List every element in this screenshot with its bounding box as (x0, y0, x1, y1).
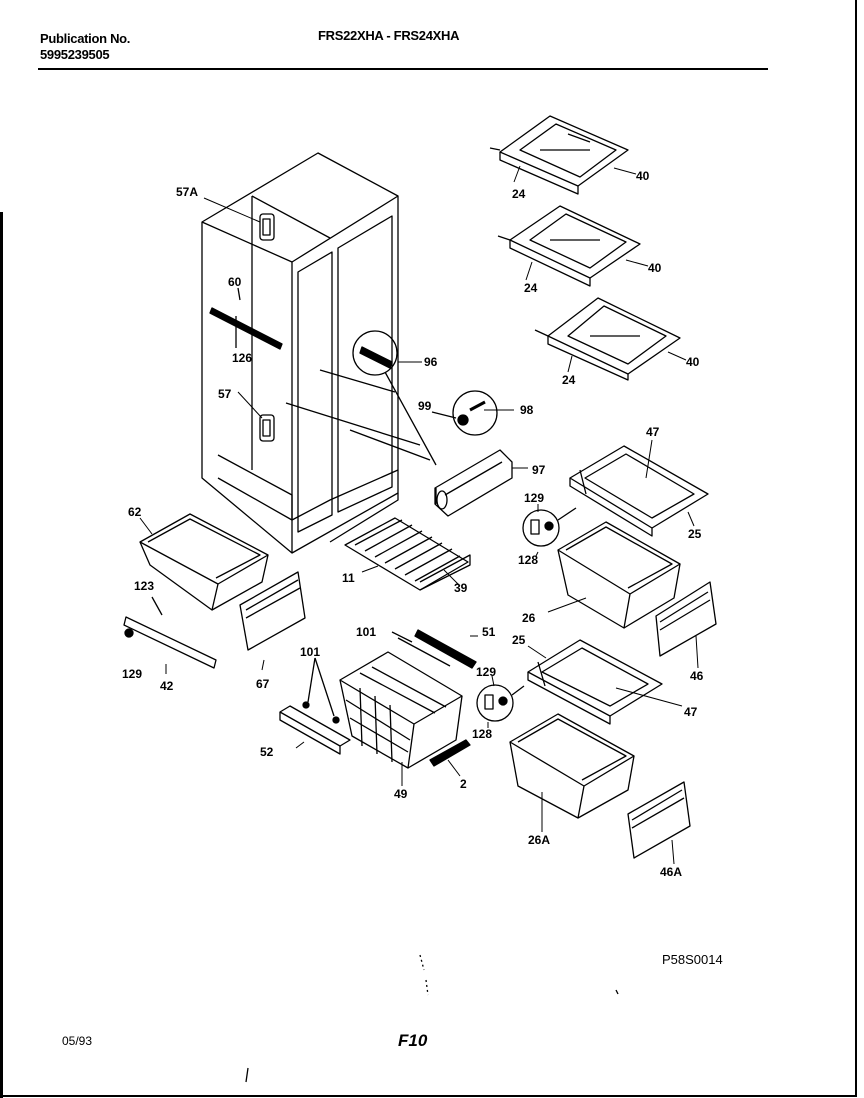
model-numbers: FRS22XHA - FRS24XHA (318, 28, 460, 43)
bracket-57 (259, 414, 275, 442)
glass-shelf-1 (489, 115, 629, 195)
callout-101-bottom: 101 (300, 645, 320, 659)
wire-shelf-11 (344, 517, 471, 591)
callout-2: 2 (460, 777, 467, 791)
callout-40-middle: 40 (648, 261, 662, 275)
detail-129b (476, 684, 525, 722)
rail-126 (209, 287, 283, 350)
glass-shelf-2 (497, 205, 641, 287)
callout-96: 96 (424, 355, 438, 369)
publication-number: 5995239505 (40, 47, 110, 62)
callout-24-bottom: 24 (562, 373, 576, 387)
callout-101-top: 101 (356, 625, 376, 639)
callout-51: 51 (482, 625, 496, 639)
callout-67: 67 (256, 677, 270, 691)
crisper-26 (557, 521, 681, 629)
callout-49: 49 (394, 787, 408, 801)
callout-99: 99 (418, 399, 432, 413)
footer-date: 05/93 (62, 1034, 93, 1048)
leader-lines (139, 165, 699, 865)
callout-129-upper: 129 (524, 491, 544, 505)
callout-46a: 46A (660, 865, 682, 879)
callout-57: 57 (218, 387, 232, 401)
rail-2 (429, 739, 471, 767)
front-46a (627, 781, 691, 859)
callout-97: 97 (532, 463, 546, 477)
scan-marks (245, 954, 619, 1083)
cabinet (201, 152, 431, 554)
left-edge-mark (0, 212, 3, 1098)
callout-47-lower: 47 (684, 705, 698, 719)
callout-26a: 26A (528, 833, 550, 847)
callout-126: 126 (232, 351, 252, 365)
callout-24-top: 24 (512, 187, 526, 201)
callout-128-lower: 128 (472, 727, 492, 741)
shelf-frame-47b (527, 639, 663, 725)
callout-62: 62 (128, 505, 142, 519)
callout-26: 26 (522, 611, 536, 625)
callout-52: 52 (260, 745, 274, 759)
callout-40-top: 40 (636, 169, 650, 183)
callout-40-bottom: 40 (686, 355, 700, 369)
callout-11: 11 (342, 571, 355, 585)
diagram-code: P58S0014 (662, 952, 723, 967)
callout-24-middle: 24 (524, 281, 538, 295)
callout-39: 39 (454, 581, 468, 595)
figure-number: F10 (398, 1031, 428, 1050)
detail-96 (352, 330, 437, 466)
bracket-57a (259, 213, 275, 241)
callout-123: 123 (134, 579, 154, 593)
shelf-frame-47a (569, 445, 709, 537)
callout-42: 42 (160, 679, 174, 693)
bracket-52 (279, 657, 351, 755)
callout-46: 46 (690, 669, 704, 683)
callout-57a: 57A (176, 185, 198, 199)
rail-51 (391, 629, 477, 669)
callout-128-upper: 128 (518, 553, 538, 567)
basket-49 (339, 651, 463, 769)
callout-129-left: 129 (122, 667, 142, 681)
housing-97 (434, 449, 513, 517)
callout-labels: 57A 60 126 57 96 99 98 97 62 123 129 42 … (122, 169, 704, 879)
crisper-26a (509, 713, 635, 819)
drawer-front-67 (239, 571, 306, 651)
glass-shelf-3 (534, 297, 681, 381)
callout-25-lower: 25 (512, 633, 526, 647)
rail-42 (123, 596, 217, 669)
publication-label: Publication No. (40, 31, 131, 46)
callout-98: 98 (520, 403, 534, 417)
front-46 (655, 581, 717, 657)
header-rule (38, 68, 768, 70)
detail-129a (522, 507, 577, 547)
callout-47-upper: 47 (646, 425, 660, 439)
callout-25-upper: 25 (688, 527, 702, 541)
callout-60: 60 (228, 275, 242, 289)
drawer-62 (139, 513, 269, 611)
callout-129-lower: 129 (476, 665, 496, 679)
detail-98 (431, 390, 498, 436)
